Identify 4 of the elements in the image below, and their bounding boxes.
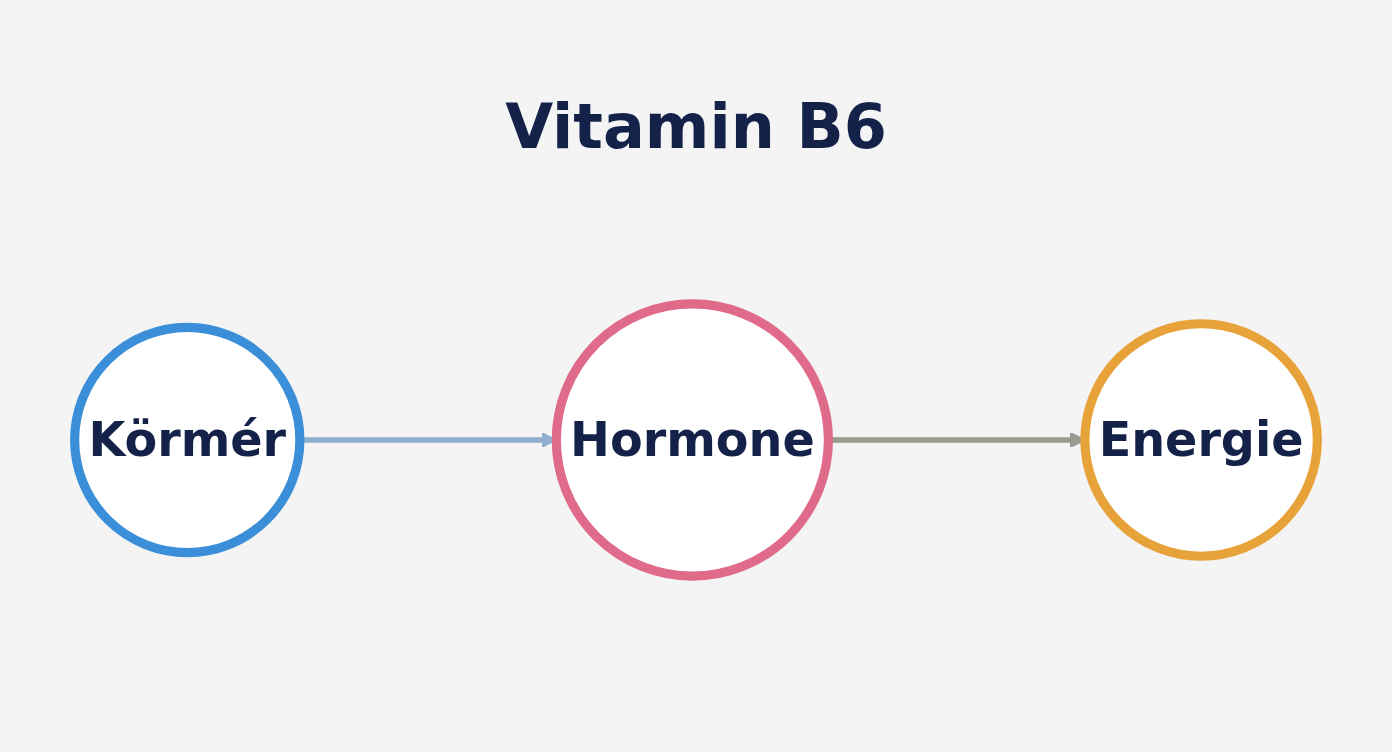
title: Vitamin B6 bbox=[505, 90, 887, 163]
node-circle: Energie bbox=[1080, 319, 1322, 561]
node-circle: Körmér bbox=[70, 322, 305, 558]
node-circle: Hormone bbox=[551, 299, 834, 581]
